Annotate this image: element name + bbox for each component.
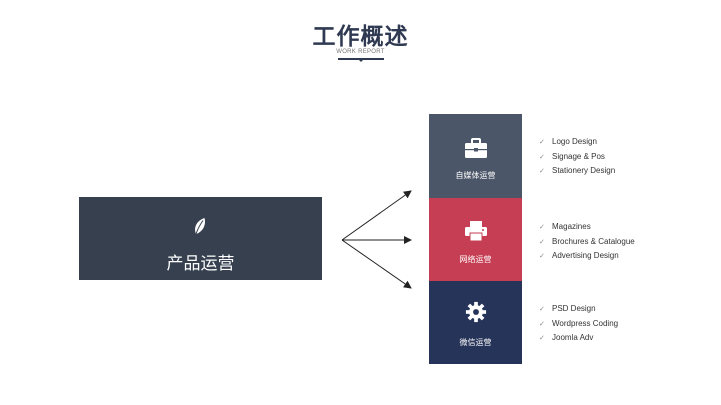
subtitle-notch: [357, 58, 365, 62]
block-wechat: 微信运营: [429, 281, 522, 364]
block-network: 网络运营: [429, 198, 522, 281]
check-icon: ✓: [539, 153, 545, 161]
list-network: ✓Magazines ✓Brochures & Catalogue ✓Adver…: [539, 220, 635, 264]
main-box: 产品运营: [79, 197, 322, 280]
main-label: 产品运营: [166, 254, 235, 274]
block-label: 自媒体运营: [455, 171, 496, 180]
check-icon: ✓: [539, 253, 545, 260]
block-label: 网络运营: [459, 255, 492, 264]
list-item: ✓Logo Design: [539, 135, 615, 150]
block-label: 微信运营: [459, 338, 492, 347]
check-icon: ✓: [539, 238, 545, 246]
list-item: ✓Wordpress Coding: [539, 317, 618, 332]
printer-icon: [465, 221, 487, 242]
list-item: ✓Magazines: [539, 220, 635, 235]
list-self-media: ✓Logo Design ✓Signage & Pos ✓Stationery …: [539, 135, 615, 179]
page-subtitle: WORK REPORT: [336, 49, 385, 55]
list-item: ✓Signage & Pos: [539, 150, 615, 165]
check-icon: ✓: [539, 224, 545, 231]
briefcase-icon: [465, 138, 487, 158]
list-wechat: ✓PSD Design ✓Wordpress Coding ✓Joomla Ad…: [539, 302, 618, 346]
block-self-media: 自媒体运营: [429, 114, 522, 198]
arrow-to-wechat: [341, 239, 412, 289]
list-item: ✓PSD Design: [539, 302, 618, 317]
list-item: ✓Stationery Design: [539, 164, 615, 179]
check-icon: ✓: [539, 320, 545, 328]
list-item: ✓Brochures & Catalogue: [539, 235, 635, 250]
check-icon: ✓: [539, 306, 545, 313]
check-icon: ✓: [539, 168, 545, 175]
gear-icon: [465, 301, 487, 323]
arrow-to-media: [341, 190, 412, 241]
leaf-icon: [195, 218, 205, 235]
list-item: ✓Advertising Design: [539, 249, 635, 264]
page-title: 工作概述: [312, 24, 409, 50]
check-icon: ✓: [539, 139, 545, 146]
check-icon: ✓: [539, 335, 545, 342]
list-item: ✓Joomla Adv: [539, 331, 618, 346]
